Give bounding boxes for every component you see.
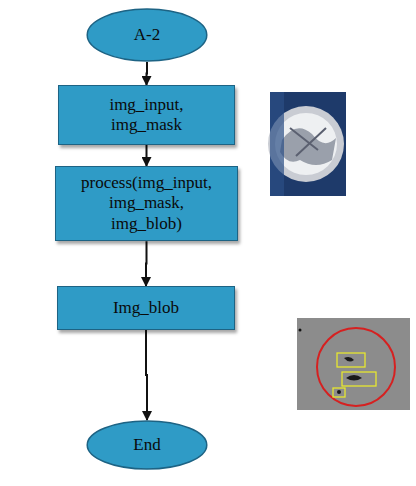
- flow-arrow: [146, 62, 149, 85]
- process-box: img_input, img_mask: [58, 85, 235, 145]
- process-box: Img_blob: [57, 286, 235, 330]
- node-text: A-2: [134, 25, 160, 45]
- start-terminal: A-2: [86, 8, 208, 62]
- flow-arrow: [146, 145, 148, 166]
- end-terminal: End: [86, 420, 208, 470]
- node-text: img_input, img_mask: [92, 95, 202, 136]
- node-text: End: [133, 435, 160, 455]
- node-text: process(img_input, img_mask, img_blob): [72, 173, 222, 234]
- input-photo: [268, 92, 346, 196]
- node-text: Img_blob: [113, 298, 179, 318]
- process-box: process(img_input, img_mask, img_blob): [55, 166, 238, 241]
- blob-result-image: [297, 318, 410, 410]
- flow-arrow: [146, 330, 147, 420]
- flow-arrow: [145, 241, 148, 286]
